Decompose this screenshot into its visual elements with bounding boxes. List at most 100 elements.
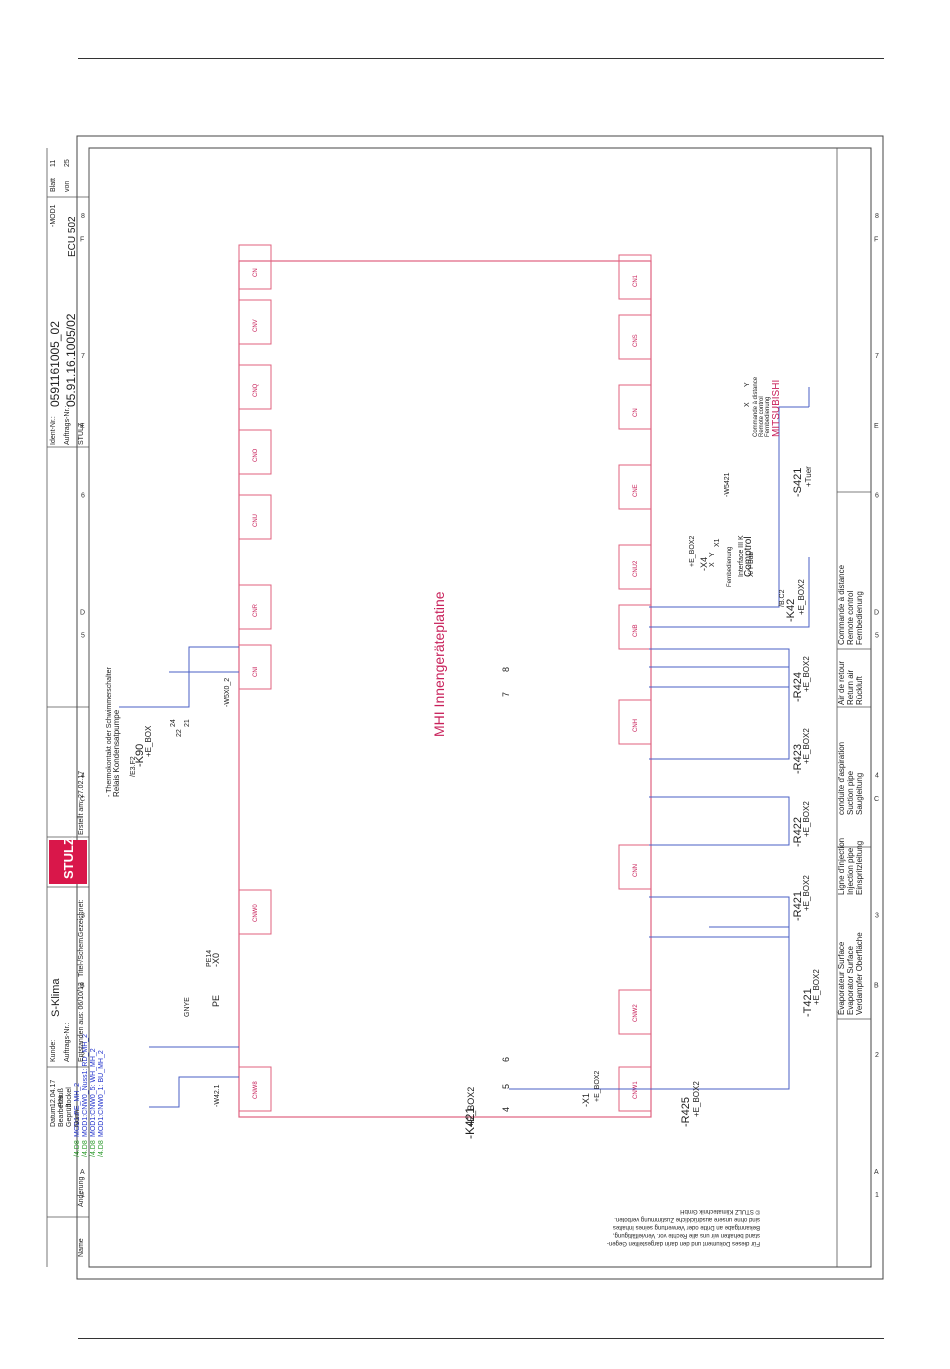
xref-3: /4.D8 (82, 1140, 89, 1157)
k42-subtitle: Interface III K (738, 535, 745, 577)
col-marker: 5 (81, 633, 85, 640)
hdr-2-en: Injection pipe (846, 847, 855, 895)
date: 12.04.17 (50, 1080, 57, 1107)
hdr-1-en: Evaporator Surface (846, 946, 855, 1015)
header-strip (836, 148, 871, 1267)
connector-right-7 (238, 299, 272, 345)
hdr-4-de: Rückluft (855, 675, 864, 705)
hdr-2-de: Einspritzleitung (855, 841, 864, 895)
connector-left-label: CNH (633, 719, 639, 732)
name-label: Name (78, 1238, 85, 1257)
connector-right-5 (238, 429, 272, 475)
copy2: stand behalten wir uns alle Rechte vor. … (613, 1232, 760, 1238)
order-label: Auftrags-Nr.: (64, 1023, 71, 1062)
auftrags: 05.91.16.1005/02 (64, 313, 78, 407)
col-marker: 2 (875, 1052, 879, 1059)
auftrags-label: Auftrags-Nr.: (64, 406, 71, 445)
hdr-5-de: Fernbedienung (855, 591, 864, 645)
xref-label-3: MOD1:CNW0_Nuss1: RD_MH_2 (82, 1034, 89, 1137)
k90-caption1: Relais Kondensatpumpe (112, 709, 121, 797)
row-marker: C (874, 796, 879, 803)
s421-y: Y (744, 382, 751, 387)
hdr-4-en: Return air (846, 670, 855, 705)
connector-left-2 (618, 844, 652, 890)
k42-name: -K42 (785, 599, 797, 622)
col-marker: 6 (81, 493, 85, 500)
rotated-sheet: Verdampfer Oberfläche Evaporator Surface… (46, 148, 871, 1267)
t421-name: -T421 (802, 988, 814, 1017)
connector-right-4 (238, 494, 272, 540)
s421-brand: MITSUBISHI (771, 380, 782, 437)
mod: -MOD1 (50, 204, 57, 227)
pin-7: 7 (501, 692, 511, 697)
connector-left-5 (618, 544, 652, 590)
connector-left-label: CNS (633, 334, 639, 347)
row-marker: E (80, 423, 85, 430)
xref-label-4: MOD1:PE_MH_2 (74, 1083, 81, 1137)
connector-right-label: CNI (253, 666, 259, 677)
board-title: MHI Innengeräteplatine (431, 591, 447, 737)
connector-left-label: CNB (633, 624, 639, 637)
top-rule (78, 58, 884, 59)
row-marker: D (80, 609, 85, 616)
row-marker: B (80, 982, 85, 989)
connector-right-0 (238, 1066, 272, 1112)
connector-left-label: CNU2 (633, 560, 639, 577)
bottom-rule (78, 1338, 884, 1339)
hdr-1-de: Verdampfer Oberfläche (855, 932, 864, 1015)
r423-loc: +E_BOX2 (802, 728, 811, 764)
connector-right-2 (238, 644, 272, 690)
connector-left-label: CN (633, 408, 639, 417)
xref-1: /4.D8 (98, 1140, 105, 1157)
k42-y: Y (709, 552, 716, 557)
k90-t22: 22 (176, 729, 183, 737)
pe-cable: GNYE (184, 997, 191, 1017)
r422-loc: +E_BOX2 (802, 801, 811, 837)
col-marker: 1 (81, 1192, 85, 1199)
col-marker: 1 (875, 1192, 879, 1199)
of-label: von (64, 181, 71, 192)
brand-name: STULZ (61, 837, 76, 879)
col-marker: 7 (81, 353, 85, 360)
col-marker: 3 (81, 912, 85, 919)
x1-loc: +E_BOX2 (594, 1071, 601, 1102)
x0-name: -X0 (211, 953, 221, 967)
k90-loc: +E_BOX (144, 725, 153, 757)
col-marker: 5 (875, 633, 879, 640)
connector-left-9 (618, 254, 652, 300)
xref-label-2: MOD1:CNW0_5: WH_MH_2 (90, 1048, 97, 1137)
k90-caption2: - Thermokontakt oder Schwimmerschalter (106, 667, 113, 797)
product: ECU 502 (67, 216, 78, 257)
k42-caption: Fernbedienung (727, 547, 733, 587)
r424-name: -R424 (792, 672, 804, 702)
k42-title: Comptrol (743, 536, 754, 577)
connector-right-1 (238, 889, 272, 935)
copy4: sind ohne unsere ausdrückliche Zustimmun… (614, 1216, 760, 1222)
sheet-inner-frame (88, 147, 872, 1268)
connector-right-label: CNO (253, 448, 259, 462)
connector-left-8 (618, 314, 652, 360)
copy1: Für dieses Dokument und den darin darges… (607, 1240, 760, 1246)
date-label: Datum (50, 1106, 57, 1127)
copyright-block: Für dieses Dokument und den darin darges… (607, 1208, 760, 1246)
s421-l3: Commande à distance (753, 376, 759, 437)
s421-l1: Fernbedienung (765, 397, 771, 437)
gepr-label: Geprüft (66, 1104, 73, 1127)
connector-left-3 (618, 699, 652, 745)
connector-left-label: CNE (633, 484, 639, 497)
author: P.Nuß (58, 1088, 65, 1107)
customer-label: Kunde: (50, 1040, 57, 1062)
ident-label: Ident-Nr.: (50, 416, 57, 445)
board-loc: +E_BOX2 (466, 1087, 476, 1127)
r421-loc: +E_BOX2 (802, 875, 811, 911)
row-marker: F (874, 236, 878, 243)
hdr-3-fr: conduite d'aspiration (837, 742, 846, 815)
col-marker: 2 (81, 1052, 85, 1059)
bearb-label: Bearbeiter (58, 1094, 65, 1127)
col-marker: 4 (875, 772, 879, 779)
ident: 0591161005_02 (48, 321, 62, 407)
connector-left-label: CNW1 (633, 1081, 639, 1099)
